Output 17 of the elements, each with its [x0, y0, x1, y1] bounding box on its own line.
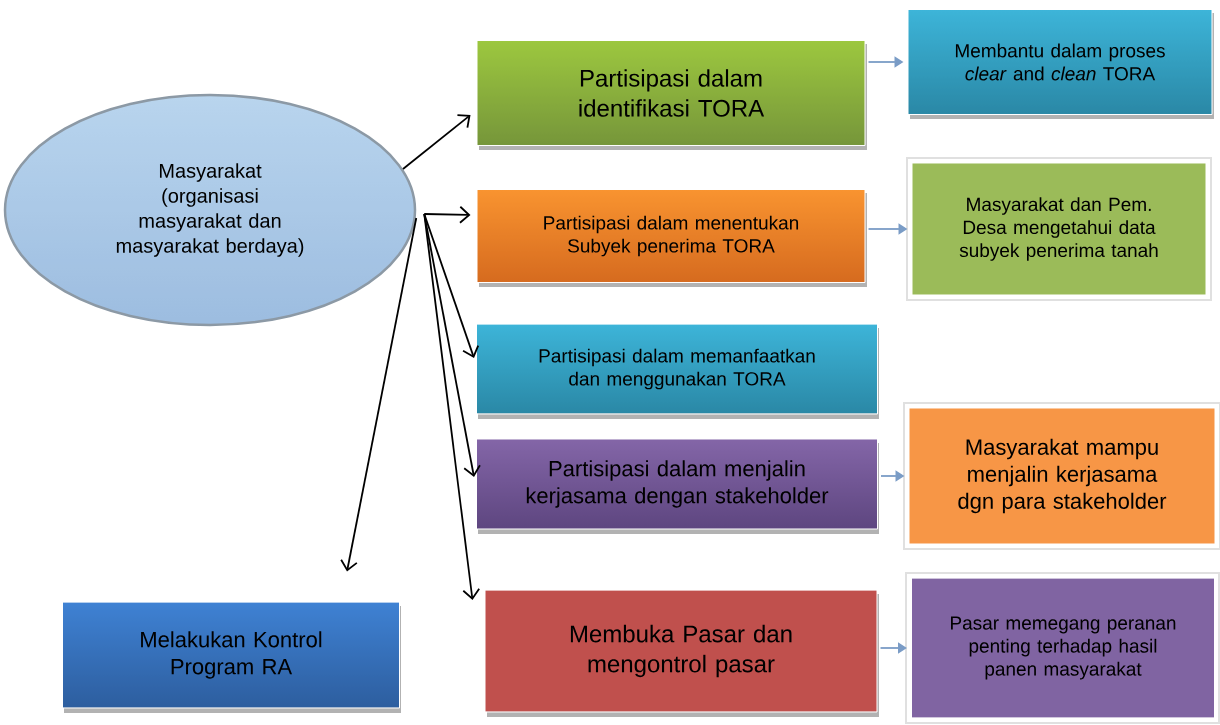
arrow — [423, 213, 481, 600]
result-box: Masyarakat dan Pem. Desa mengetahui data subyek penerima tanah — [906, 157, 1212, 301]
process-box: Partisipasi dalam menjalin kerjasama dengan stakeholder — [476, 438, 879, 534]
arrow — [402, 114, 471, 170]
arrow — [423, 213, 481, 477]
arrow — [423, 213, 480, 358]
ellipse-node: Masyarakat (organisasi masyarakat dan masyarakat berdaya) — [3, 93, 417, 327]
process-box: Partisipasi dalam menentukan Subyek penerima TORA — [476, 189, 867, 287]
result-box: Membantu dalam proses clear and clean TORA — [907, 9, 1214, 119]
result-box: Pasar memegang peranan penting terhadap hasil panen masyarakat — [905, 572, 1220, 724]
arrow — [340, 217, 418, 572]
process-box: Partisipasi dalam memanfaatkan dan menggunakan TORA — [476, 323, 879, 419]
result-box: Masyarakat mampu menjalin kerjasama dgn para stakeholder — [903, 402, 1220, 550]
process-box: Melakukan Kontrol Program RA — [62, 601, 401, 713]
process-box: Partisipasi dalam identifikasi TORA — [476, 40, 867, 150]
process-box: Membuka Pasar dan mengontrol pasar — [484, 589, 879, 717]
arrow — [423, 205, 471, 224]
